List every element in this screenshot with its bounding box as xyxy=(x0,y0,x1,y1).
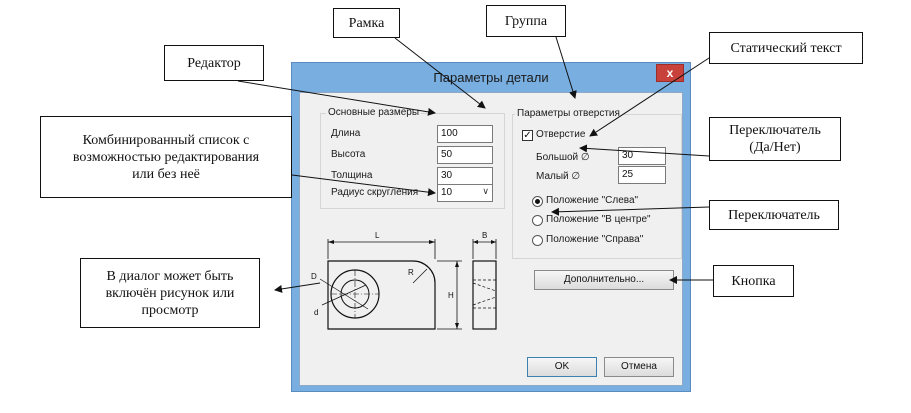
callout-combo-line: или без неё xyxy=(132,166,200,182)
callout-button: Кнопка xyxy=(713,265,794,297)
callout-button-text: Кнопка xyxy=(731,273,776,289)
position-left-label: Положение "Слева" xyxy=(546,195,639,206)
height-field[interactable]: 50 xyxy=(437,146,493,164)
big-diameter-field[interactable]: 30 xyxy=(618,147,666,165)
dialog-client-area: Основные размеры Длина 100 Высота 50 Тол… xyxy=(299,92,683,386)
length-label: Длина xyxy=(331,128,361,139)
position-center-radio[interactable] xyxy=(532,215,543,226)
callout-group: Группа xyxy=(486,5,566,37)
callout-toggle: Переключатель (Да/Нет) xyxy=(709,117,841,161)
radius-label: Радиус скругления xyxy=(331,187,419,198)
callout-toggle-lines: Переключатель (Да/Нет) xyxy=(729,122,821,156)
dialog-window: Параметры детали x Основные размеры Длин… xyxy=(291,62,691,392)
position-right-radio[interactable] xyxy=(532,235,543,246)
callout-editor-text: Редактор xyxy=(187,55,241,71)
dim-D-label: D xyxy=(311,272,317,281)
callout-radio: Переключатель xyxy=(709,200,839,230)
thickness-field[interactable]: 30 xyxy=(437,167,493,185)
radius-value: 10 xyxy=(441,187,453,198)
position-center-label: Положение "В центре" xyxy=(546,214,651,225)
more-button[interactable]: Дополнительно... xyxy=(534,270,674,290)
ok-button[interactable]: OK xyxy=(527,357,597,377)
callout-static-text: Статический текст xyxy=(709,32,863,64)
position-left-radio[interactable] xyxy=(532,196,543,207)
thickness-label: Толщина xyxy=(331,170,373,181)
hole-checkbox[interactable]: ✓ xyxy=(522,130,533,141)
callout-frame-text: Рамка xyxy=(348,15,385,31)
callout-combo: Комбинированный список с возможностью ре… xyxy=(40,116,292,198)
small-diameter-field[interactable]: 25 xyxy=(618,166,666,184)
callout-picture-line: включён рисунок или xyxy=(105,285,235,301)
callout-combo-line: возможностью редактирования xyxy=(72,149,260,165)
callout-combo-line: Комбинированный список с xyxy=(82,132,250,148)
position-right-label: Положение "Справа" xyxy=(546,234,644,245)
dialog-titlebar[interactable]: Параметры детали x xyxy=(292,63,690,92)
check-icon: ✓ xyxy=(523,130,532,141)
cancel-button[interactable]: Отмена xyxy=(604,357,674,377)
height-label: Высота xyxy=(331,149,366,160)
dim-H-label: H xyxy=(448,291,454,300)
dialog-title: Параметры детали xyxy=(433,70,549,85)
small-diameter-label: Малый ∅ xyxy=(536,171,581,182)
callout-picture-lines: В диалог может быть включён рисунок или … xyxy=(106,268,235,319)
main-dimensions-title: Основные размеры xyxy=(326,107,422,118)
dim-R-label: R xyxy=(408,268,414,277)
callout-picture-line: просмотр xyxy=(141,302,199,318)
callout-toggle-line: (Да/Нет) xyxy=(749,140,801,155)
callout-picture-line: В диалог может быть xyxy=(106,268,234,284)
radio-dot xyxy=(535,199,540,204)
dim-L-label: L xyxy=(375,231,380,240)
dim-d-label: d xyxy=(314,308,318,317)
callout-group-text: Группа xyxy=(504,13,548,29)
chevron-down-icon: ∨ xyxy=(482,186,489,196)
big-diameter-label: Большой ∅ xyxy=(536,152,590,163)
callout-toggle-line: Переключатель xyxy=(729,123,821,138)
callout-picture: В диалог может быть включён рисунок или … xyxy=(80,258,260,328)
callout-editor: Редактор xyxy=(164,45,264,81)
callout-radio-text: Переключатель xyxy=(728,207,820,223)
callout-combo-lines: Комбинированный список с возможностью ре… xyxy=(73,132,259,183)
length-field[interactable]: 100 xyxy=(437,125,493,143)
part-drawing: L D d R H B xyxy=(311,231,497,330)
hole-checkbox-label: Отверстие xyxy=(536,129,586,140)
close-button[interactable]: x xyxy=(656,64,684,82)
dim-B-label: B xyxy=(482,231,487,240)
callout-frame: Рамка xyxy=(333,8,400,38)
radius-combobox[interactable]: 10 ∨ xyxy=(437,184,493,202)
callout-static-text-text: Статический текст xyxy=(730,40,842,56)
hole-parameters-title: Параметры отверстия xyxy=(515,108,622,119)
